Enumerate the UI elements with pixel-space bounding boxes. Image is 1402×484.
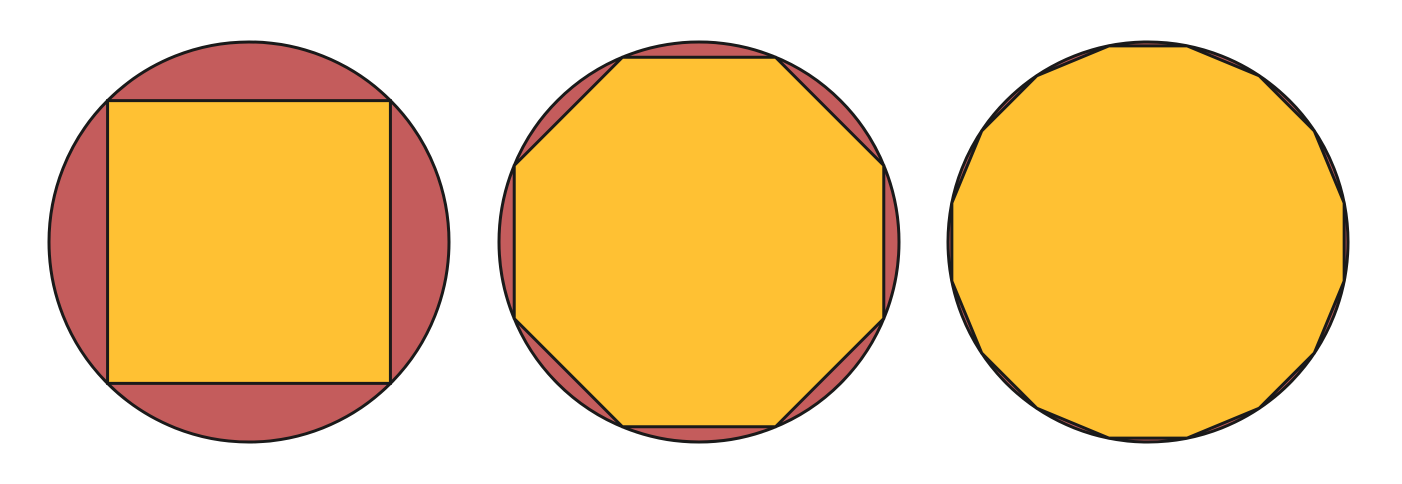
square-polygon xyxy=(106,99,392,385)
hexadecagon-polygon xyxy=(950,44,1346,440)
figure-square-in-circle xyxy=(47,40,451,444)
octagon-polygon xyxy=(512,55,886,429)
figure-octagon-in-circle xyxy=(497,40,901,444)
figure-hexadecagon-in-circle xyxy=(946,40,1350,444)
